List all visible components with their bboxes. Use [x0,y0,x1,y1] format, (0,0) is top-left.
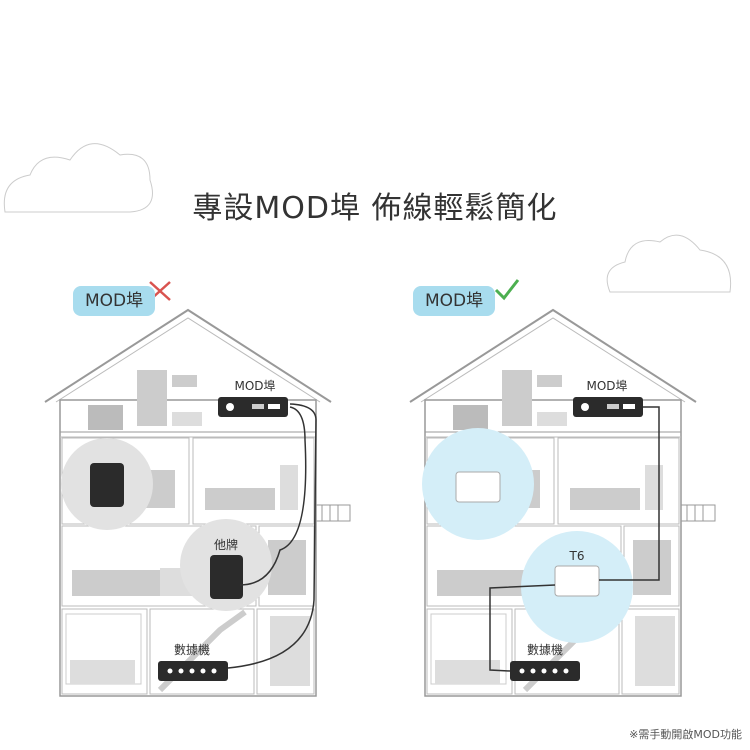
check-icon [494,279,520,301]
cable [239,406,307,586]
house-left: 他牌 MOD埠 數據機 [45,310,350,696]
modem-label: 數據機 [174,642,210,657]
t6-router-icon [554,565,600,597]
mod-box-label: MOD埠 [586,379,627,393]
other-router-icon [90,463,124,507]
house-right: T6 MOD埠 數據機 [410,310,715,696]
t6-router-icon [455,471,501,503]
other-router-label: 他牌 [214,538,238,552]
cloud-icon [606,234,732,293]
other-router-icon [210,555,243,599]
mod-port-badge-right: MOD埠 [413,286,496,316]
cable [489,584,556,672]
t6-label: T6 [569,549,585,563]
page-title: 專設MOD埠 佈線輕鬆簡化 [192,191,558,226]
cable [599,406,660,581]
footnote: ※需手動開啟MOD功能 [629,728,742,741]
cable [227,403,317,669]
mod-box-label: MOD埠 [234,379,275,393]
modem-label: 數據機 [527,642,563,657]
cloud-icon [3,143,153,213]
mod-port-badge-left: MOD埠 [73,286,156,316]
